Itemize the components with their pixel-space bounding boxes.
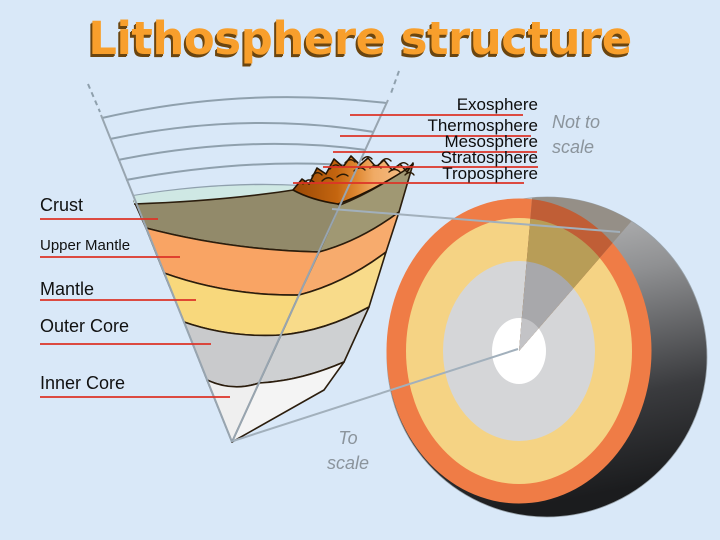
center-connector-line bbox=[232, 348, 519, 442]
sector-edges-dashed bbox=[87, 70, 400, 113]
atmosphere-arc-thermosphere bbox=[109, 122, 375, 140]
atmosphere-arc-mesosphere bbox=[117, 142, 367, 161]
label-mesosphere: Mesosphere bbox=[444, 132, 538, 151]
surface-connector-line bbox=[331, 208, 621, 233]
seafloor-line bbox=[133, 188, 301, 205]
sector-edges bbox=[100, 99, 389, 443]
label-inner-core: Inner Core bbox=[40, 373, 126, 393]
label-upper-mantle: Upper Mantle bbox=[40, 237, 131, 254]
sector-right-edge bbox=[231, 99, 389, 443]
note-not-to-scale-line1: Not to bbox=[552, 112, 601, 132]
label-mantle: Mantle bbox=[40, 279, 95, 299]
label-outer-core: Outer Core bbox=[40, 316, 130, 336]
scale-connector-lines bbox=[232, 208, 621, 442]
wedge-inner-core-right bbox=[231, 361, 345, 443]
label-stratosphere: Stratosphere bbox=[440, 148, 538, 167]
label-troposphere: Troposphere bbox=[442, 164, 538, 183]
mountains bbox=[292, 155, 414, 205]
sector-left-edge bbox=[100, 114, 233, 443]
note-to-scale-line1: To bbox=[338, 428, 358, 448]
slide-title: Lithosphere structure bbox=[88, 12, 632, 65]
leader-lines bbox=[40, 114, 538, 398]
atmosphere-arc-troposphere bbox=[132, 183, 303, 197]
label-exosphere: Exosphere bbox=[456, 95, 538, 114]
atmosphere-arcs bbox=[101, 96, 387, 197]
label-crust: Crust bbox=[40, 195, 84, 215]
note-to-scale-line2: scale bbox=[326, 453, 370, 473]
ocean bbox=[133, 185, 302, 204]
note-to-scale: To scale bbox=[303, 426, 393, 476]
globe-cutaway bbox=[386, 196, 708, 518]
note-not-to-scale-line2: scale bbox=[552, 137, 595, 157]
note-not-to-scale: Not to scale bbox=[552, 110, 600, 160]
atmosphere-arc-exosphere bbox=[101, 96, 387, 119]
label-thermosphere: Thermosphere bbox=[427, 116, 538, 135]
